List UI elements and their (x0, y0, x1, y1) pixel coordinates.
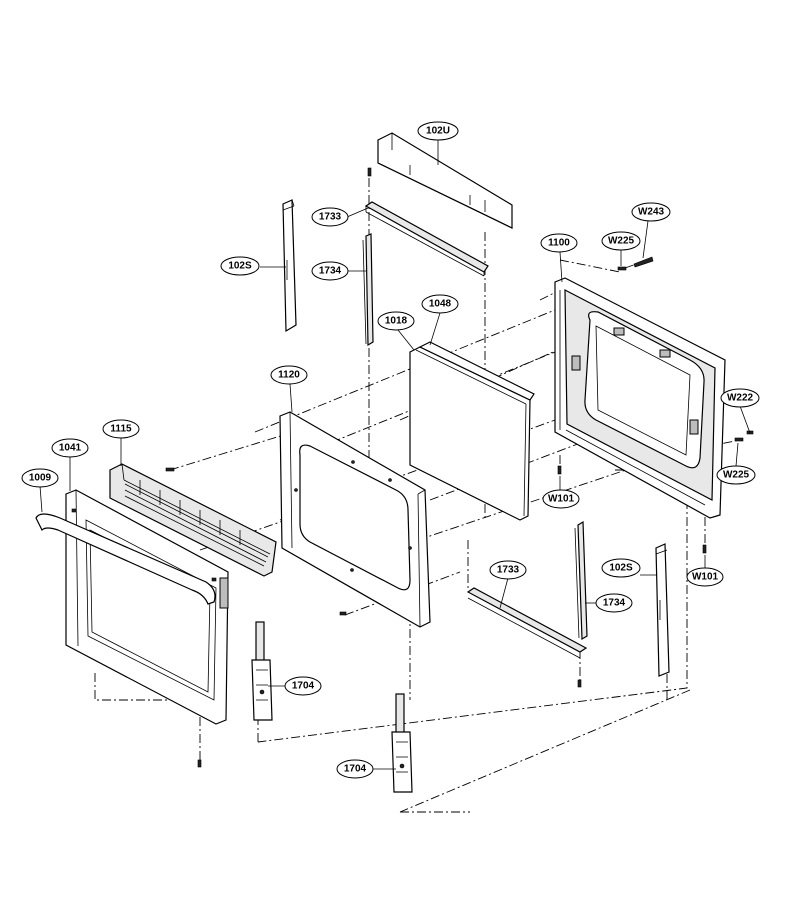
part-1120-door-panel (279, 411, 431, 628)
callout-label: 1734 (319, 266, 342, 277)
part-1018-1048-glass (409, 341, 535, 521)
callout-1048: 1048 (421, 294, 459, 314)
part-1100-inner-frame (554, 277, 726, 519)
callout-1041: 1041 (51, 438, 89, 458)
callout-1009: 1009 (21, 468, 59, 488)
part-1734-left-channel (362, 233, 374, 347)
screw-top (367, 167, 372, 177)
callout-W222: W222 (720, 388, 760, 408)
part-1733-bottom-channel (466, 587, 588, 659)
part-102S-left-trim (282, 199, 297, 333)
part-1733-top-channel (364, 201, 489, 277)
callout-102S-right: 102S (601, 558, 641, 578)
callout-1120: 1120 (270, 365, 308, 385)
callout-W225-top: W225 (601, 231, 641, 251)
callout-label: W101 (692, 572, 719, 583)
callout-1734-bottom: 1734 (595, 593, 633, 613)
callout-label: 1100 (548, 238, 570, 249)
screw-mid (339, 611, 347, 616)
callout-label: W225 (723, 470, 750, 481)
leader-lines (39, 140, 751, 770)
part-1009-outer-door (35, 489, 229, 725)
callout-1018: 1018 (377, 311, 415, 331)
callout-1115: 1115 (102, 419, 140, 439)
callout-label: 1733 (497, 565, 520, 576)
callout-label: 102U (426, 126, 450, 137)
part-102S-right-trim (655, 543, 670, 677)
callout-label: 1704 (344, 764, 367, 775)
callout-label: 1041 (59, 443, 82, 454)
callout-label: 1733 (319, 212, 342, 223)
screw-vent (165, 467, 175, 472)
callout-W225-bottom: W225 (716, 465, 756, 485)
fasteners-upper-right (557, 256, 754, 554)
callout-1734-top: 1734 (311, 261, 349, 281)
callout-label: W222 (727, 393, 754, 404)
part-1704-hinge-left (251, 621, 273, 721)
callout-label: 1018 (385, 316, 408, 327)
callout-label: 1120 (278, 370, 300, 381)
callout-label: 1704 (292, 681, 315, 692)
callout-102U: 102U (417, 121, 459, 141)
callout-label: 1009 (29, 473, 52, 484)
part-1115-vent-strip (109, 463, 277, 577)
callout-1733-bottom: 1733 (489, 560, 527, 580)
callout-label: 102S (228, 261, 252, 272)
screw-bottom-door (197, 759, 202, 768)
callout-W101-mid: W101 (542, 489, 580, 509)
callout-W243: W243 (631, 202, 671, 222)
callout-label: W225 (608, 236, 635, 247)
callout-1100: 1100 (540, 233, 578, 253)
callout-label: 1048 (429, 299, 452, 310)
callout-W101-right: W101 (686, 567, 724, 587)
callout-label: 1734 (603, 598, 626, 609)
callout-1733-top: 1733 (311, 207, 349, 227)
part-102U-top-trim (377, 132, 513, 229)
callout-1704-right: 1704 (336, 759, 374, 779)
callout-102S-left: 102S (220, 256, 260, 276)
callout-1704-left: 1704 (284, 676, 322, 696)
part-1734-right-channel (574, 520, 588, 641)
callout-label: W101 (548, 494, 575, 505)
callout-label: 1115 (110, 424, 132, 435)
part-1704-hinge-right (391, 693, 413, 793)
screw-bottom-right (577, 679, 582, 688)
callout-label: 102S (609, 563, 633, 574)
callout-label: W243 (638, 207, 665, 218)
